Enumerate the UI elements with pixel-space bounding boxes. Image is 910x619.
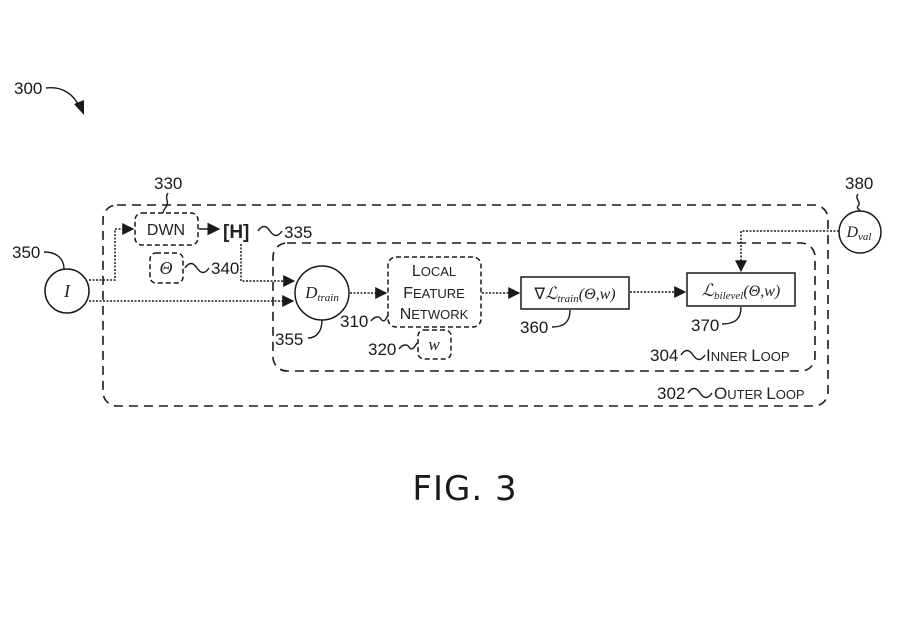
figure-caption: FIG. 3 [412, 469, 517, 509]
node-grad-loss-train: ∇ℒtrain(Θ,w) 360 [520, 276, 630, 337]
theta-leader [184, 262, 210, 274]
connector-input-to-dwn [89, 223, 135, 281]
inner-loop-leader [680, 349, 706, 361]
grad-loss-train-expr: ∇ℒtrain(Θ,w) [533, 284, 615, 305]
inner-loop-ref: 304 [650, 346, 678, 365]
dwn-box [134, 212, 199, 246]
connector-dval-to-bilevel [735, 230, 839, 273]
w-box [417, 329, 452, 360]
node-loss-bilevel: ℒbilevel(Θ,w) 370 [686, 272, 796, 335]
node-theta: Θ 340 [149, 252, 239, 284]
input-symbol: I [63, 281, 71, 301]
hash-label: [H] [223, 222, 249, 243]
dwn-label: DWN [147, 222, 185, 239]
d-val-symbol: Dval [845, 224, 871, 243]
lfn-ref: 310 [340, 312, 368, 331]
theta-symbol: Θ [160, 258, 173, 278]
w-symbol: w [428, 335, 440, 354]
input-leader [43, 251, 65, 270]
outer-loop-text: OUTER LOOP [714, 384, 805, 403]
inner-loop-label: 304 INNER LOOP [650, 346, 790, 365]
hash-ref: 335 [284, 223, 312, 242]
loss-bilevel-expr: ℒbilevel(Θ,w) [702, 281, 780, 302]
node-hash: [H] 335 [223, 222, 312, 243]
d-train-leader [307, 319, 323, 339]
d-val-leader [856, 193, 861, 212]
outer-loop-label: 302 OUTER LOOP [657, 384, 805, 403]
input-ref: 350 [12, 243, 40, 262]
node-w: w 320 [368, 329, 452, 360]
d-val-ref: 380 [845, 174, 873, 193]
outer-loop-ref: 302 [657, 384, 685, 403]
d-train-symbol: Dtrain [304, 283, 339, 304]
lfn-line-3: NETWORK [400, 306, 469, 323]
theta-box [149, 252, 184, 284]
grad-loss-train-ref: 360 [520, 318, 548, 337]
lfn-line-2: FEATURE [403, 285, 465, 302]
outer-loop-boundary [102, 204, 829, 407]
loss-bilevel-ref: 370 [691, 316, 719, 335]
node-d-val: Dval 380 [838, 174, 882, 254]
loss-bilevel-leader [721, 306, 742, 325]
w-leader [398, 342, 418, 350]
w-ref: 320 [368, 340, 396, 359]
loss-bilevel-box [686, 272, 796, 307]
figure-ref-number: 300 [14, 79, 42, 98]
inner-loop-boundary [272, 242, 816, 372]
node-input: I 350 [12, 243, 90, 314]
figure-ref-arrowhead [74, 100, 84, 115]
connector-hash-to-dtrain [240, 244, 296, 287]
node-dwn: DWN 330 [134, 174, 199, 246]
dwn-leader [162, 192, 169, 214]
hash-leader [257, 225, 283, 237]
node-d-train: Dtrain 355 [275, 265, 350, 349]
input-circle [44, 268, 90, 314]
lfn-line-1: LOCAL [412, 263, 456, 280]
lfn-box [387, 256, 482, 328]
lfn-leader [370, 314, 389, 322]
node-local-feature-network: LOCAL FEATURE NETWORK 310 [340, 256, 482, 331]
theta-ref: 340 [211, 259, 239, 278]
grad-loss-train-box [520, 276, 630, 310]
figure-ref-300: 300 [14, 79, 84, 115]
outer-loop-leader [687, 387, 713, 399]
d-train-ref: 355 [275, 330, 303, 349]
dwn-ref: 330 [154, 174, 182, 193]
inner-loop-text: INNER LOOP [706, 346, 790, 365]
grad-loss-train-leader [551, 309, 571, 328]
